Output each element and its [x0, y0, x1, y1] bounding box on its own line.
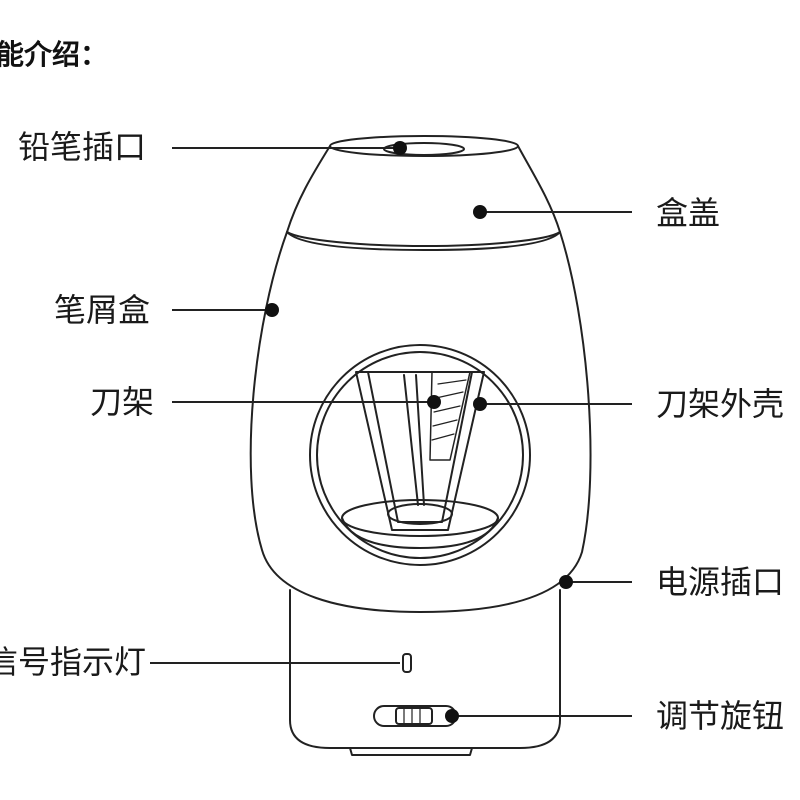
label-power-port: 电源插口	[656, 563, 785, 601]
pencil-hatch	[429, 371, 471, 461]
label-blade-housing: 刀架外壳	[656, 385, 785, 423]
blade-base-lower	[341, 517, 499, 549]
adjust-knob-grip	[395, 707, 433, 725]
pencil-slot-rim	[329, 135, 519, 157]
label-adjust-knob: 调节旋钮	[656, 697, 785, 735]
lid-rim	[286, 231, 561, 247]
blade-line-2	[415, 374, 425, 506]
dot-lid	[473, 205, 487, 219]
label-shavings-box: 笔屑盒	[54, 291, 151, 329]
indicator-light-shape	[402, 653, 412, 673]
hatch-5	[431, 433, 455, 441]
dot-adjust-knob	[445, 709, 459, 723]
label-blade-holder: 刀架	[90, 383, 155, 421]
label-lid: 盒盖	[656, 194, 721, 232]
label-indicator-light: 信号指示灯	[0, 643, 147, 681]
base-housing	[289, 589, 561, 749]
label-pencil-slot: 铅笔插口	[18, 128, 147, 166]
dot-blade-holder	[427, 395, 441, 409]
hatch-3	[433, 405, 461, 413]
blade-line-1	[403, 374, 419, 506]
base-foot	[349, 747, 473, 756]
section-heading: 能介绍：	[0, 38, 109, 71]
dot-power-port	[559, 575, 573, 589]
dot-pencil-slot	[393, 141, 407, 155]
blade-base-inner	[387, 503, 453, 525]
dot-shavings-box	[265, 303, 279, 317]
blade-holder-shape	[367, 371, 473, 523]
hatch-2	[435, 391, 464, 399]
hatch-1	[437, 379, 467, 385]
window-circle-inner	[316, 351, 524, 559]
dot-blade-housing	[473, 397, 487, 411]
lid-shape	[286, 145, 561, 251]
hatch-4	[432, 419, 458, 427]
